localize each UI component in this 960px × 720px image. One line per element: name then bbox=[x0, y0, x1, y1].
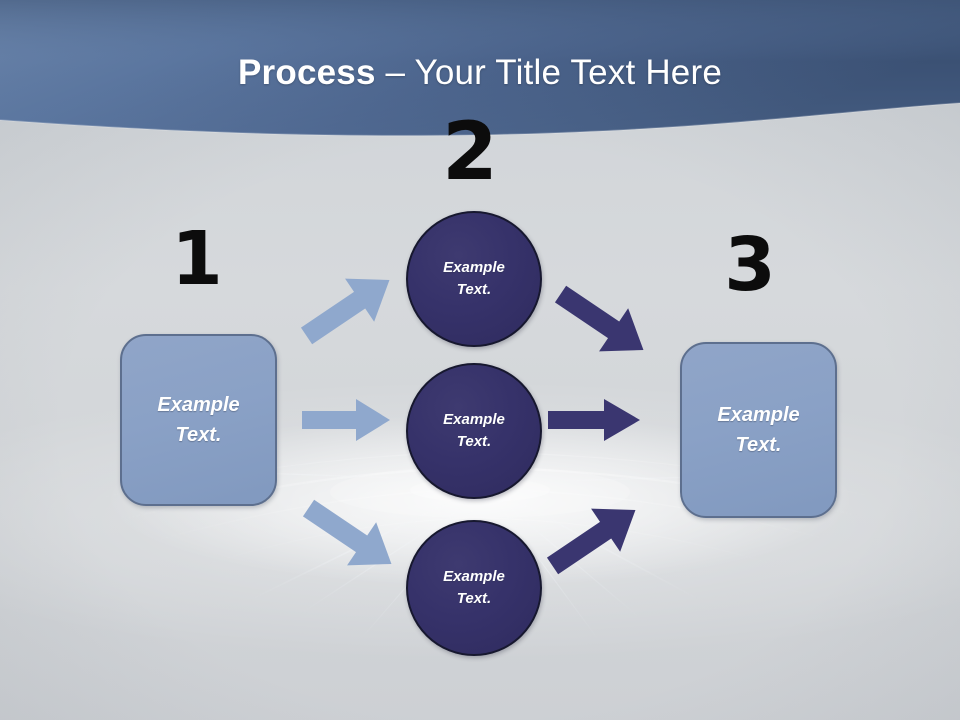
process-box-step-1-line2: Text. bbox=[175, 424, 222, 446]
process-box-step-3-line1: Example bbox=[717, 404, 800, 426]
page-title: Process – Your Title Text Here bbox=[0, 52, 960, 94]
arrow-bottom-circle-to-right-box-icon bbox=[546, 508, 636, 575]
arrow-left-to-top-circle-icon bbox=[300, 278, 390, 345]
process-circle-bottom-line2: Text. bbox=[456, 590, 492, 607]
process-box-step-3-line2: Text. bbox=[735, 434, 782, 456]
step-number-2: 2 bbox=[442, 105, 498, 198]
process-circle-top-line2: Text. bbox=[456, 281, 492, 298]
step-number-1: 1 bbox=[171, 216, 223, 302]
process-box-step-3[interactable]: Example Text. bbox=[680, 342, 837, 518]
arrow-left-to-bottom-circle-icon bbox=[302, 499, 392, 566]
process-circle-middle[interactable]: Example Text. bbox=[406, 363, 542, 499]
process-circle-bottom[interactable]: Example Text. bbox=[406, 520, 542, 656]
page-title-rest: – Your Title Text Here bbox=[375, 53, 722, 92]
header-band bbox=[0, 0, 960, 137]
process-circle-top-line1: Example bbox=[443, 259, 505, 276]
arrow-left-to-middle-circle-icon bbox=[302, 399, 390, 441]
process-box-step-1-line1: Example bbox=[157, 394, 240, 416]
arrow-top-circle-to-right-box-icon bbox=[554, 285, 644, 352]
process-box-step-1[interactable]: Example Text. bbox=[120, 334, 277, 506]
step-number-3: 3 bbox=[724, 222, 776, 308]
arrow-middle-circle-to-right-box-icon bbox=[548, 399, 640, 441]
process-circle-middle-line2: Text. bbox=[456, 433, 492, 450]
process-circle-middle-line1: Example bbox=[443, 411, 505, 428]
page-title-strong: Process bbox=[238, 53, 376, 92]
process-circle-top[interactable]: Example Text. bbox=[406, 211, 542, 347]
process-circle-bottom-line1: Example bbox=[443, 568, 505, 585]
